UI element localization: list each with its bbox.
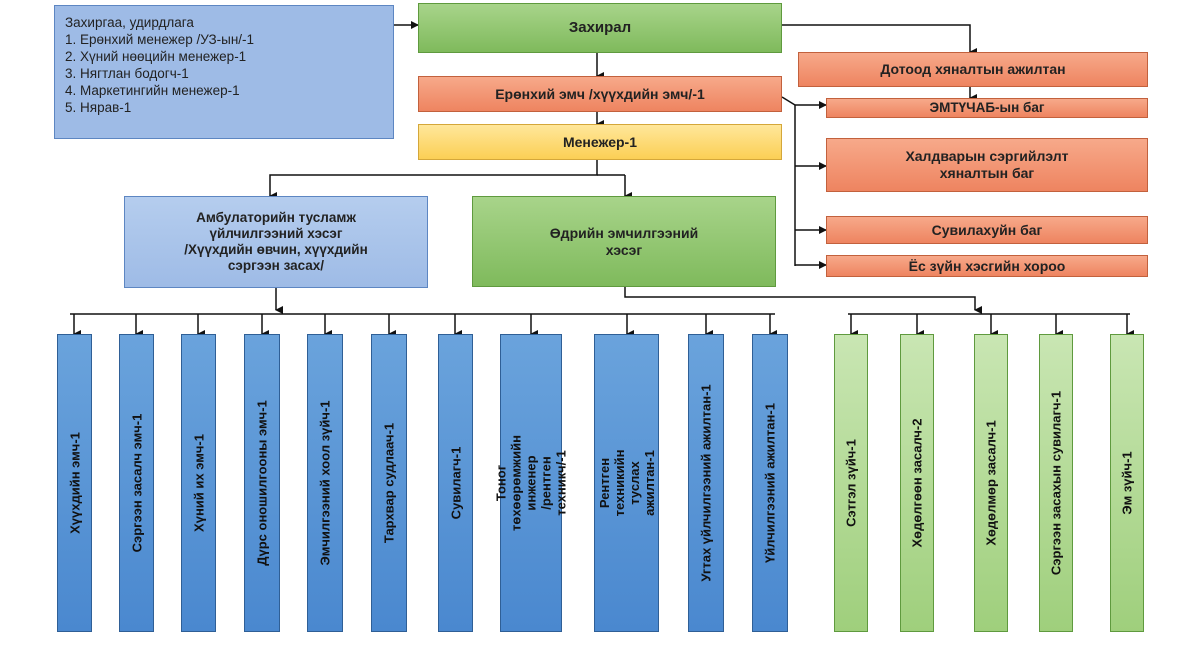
admin-item: 3. Нягтлан бодогч-1 xyxy=(65,66,189,81)
nursing-team-box: Сувилахуйн баг xyxy=(826,216,1148,244)
ambulatory-section-box: Амбулаторийн тусламж үйлчилгээний хэсэг … xyxy=(124,196,428,288)
ethics-committee-box: Ёс зүйн хэсгийн хороо xyxy=(826,255,1148,277)
manager-box: Менежер-1 xyxy=(418,124,782,160)
admin-item: 5. Нярав-1 xyxy=(65,100,132,115)
infection-control-box: Халдварын сэргийлэлт хяналтын баг xyxy=(826,138,1148,192)
infection-control-label: Халдварын сэргийлэлт хяналтын баг xyxy=(905,148,1069,181)
internal-control-label: Дотоод хяналтын ажилтан xyxy=(880,61,1066,78)
admin-item: 1. Ерөнхий менежер /УЗ-ын/-1 xyxy=(65,32,255,47)
internal-control-box: Дотоод хяналтын ажилтан xyxy=(798,52,1148,87)
staff-label: Хөдөлгөөн засалч-2 xyxy=(909,418,925,548)
staff-box-blue: Сувилагч-1 xyxy=(438,334,473,632)
staff-box-blue: Угтах үйлчилгээний ажилтан-1 xyxy=(688,334,724,632)
nursing-team-label: Сувилахуйн баг xyxy=(931,221,1043,238)
staff-label: Сувилагч-1 xyxy=(448,446,463,520)
staff-box-blue: Эмчилгээний хоол зүйч-1 xyxy=(307,334,343,632)
staff-box-blue: Тоног төхөөрөмжийн инженер /рентген техн… xyxy=(494,334,569,632)
day-treatment-section-label: Өдрийн эмчилгээний хэсэг xyxy=(549,224,699,258)
staff-label: Эмчилгээний хоол зүйч-1 xyxy=(317,400,333,566)
director-label: Захирал xyxy=(568,19,632,36)
staff-label: Рентген техникийн туслах ажилтан-1 xyxy=(596,449,657,517)
staff-label: Хүүхдийн эмч-1 xyxy=(67,432,82,534)
admin-title: Захиргаа, удирдлага xyxy=(65,15,194,30)
ambulatory-section-label: Амбулаторийн тусламж үйлчилгээний хэсэг … xyxy=(184,209,368,274)
staff-label: Угтах үйлчилгээний ажилтан-1 xyxy=(698,384,714,582)
admin-item: 4. Маркетингийн менежер-1 xyxy=(65,83,240,98)
staff-label: Хөдөлмөр засалч-1 xyxy=(983,420,999,546)
day-treatment-section-box: Өдрийн эмчилгээний хэсэг xyxy=(472,196,776,287)
staff-box-blue: Тархвар судлаач-1 xyxy=(371,334,407,632)
staff-box-blue: Рентген техникийн туслах ажилтан-1 xyxy=(594,334,659,632)
manager-label: Менежер-1 xyxy=(562,133,638,150)
staff-label: Тархвар судлаач-1 xyxy=(381,422,397,544)
staff-box-blue: Сэргээн засалч эмч-1 xyxy=(119,334,154,632)
staff-box-blue: Хүүхдийн эмч-1 xyxy=(57,334,92,632)
staff-box-blue: Дүрс оношилгооны эмч-1 xyxy=(244,334,280,632)
staff-label: Сэргээн засахын сувилагч-1 xyxy=(1048,390,1064,576)
staff-label: Үйлчилгээний ажилтан-1 xyxy=(762,403,778,563)
staff-label: Сэргээн засалч эмч-1 xyxy=(129,413,144,553)
staff-box-blue: Хүний их эмч-1 xyxy=(181,334,216,632)
admin-item: 2. Хүний нөөцийн менежер-1 xyxy=(65,49,247,64)
staff-label: Эм зүйч-1 xyxy=(1119,451,1135,515)
emtuchab-team-label: ЭМТҮЧАБ-ын баг xyxy=(929,99,1045,115)
staff-label: Хүний их эмч-1 xyxy=(191,434,206,532)
staff-label: Сэтгэл зүйч-1 xyxy=(843,439,859,527)
chief-doctor-label: Ерөнхий эмч /хүүхдийн эмч/-1 xyxy=(495,85,705,102)
staff-label: Тоног төхөөрөмжийн инженер /рентген техн… xyxy=(493,435,569,531)
staff-box-green: Хөдөлмөр засалч-1 xyxy=(974,334,1008,632)
staff-box-green: Сэтгэл зүйч-1 xyxy=(834,334,868,632)
chief-doctor-box: Ерөнхий эмч /хүүхдийн эмч/-1 xyxy=(418,76,782,112)
staff-box-green: Эм зүйч-1 xyxy=(1110,334,1144,632)
ethics-committee-label: Ёс зүйн хэсгийн хороо xyxy=(908,257,1066,274)
admin-info-box: Захиргаа, удирдлага 1. Ерөнхий менежер /… xyxy=(54,5,394,139)
staff-label: Дүрс оношилгооны эмч-1 xyxy=(254,400,270,566)
director-box: Захирал xyxy=(418,3,782,53)
staff-box-green: Сэргээн засахын сувилагч-1 xyxy=(1039,334,1073,632)
emtuchab-team-box: ЭМТҮЧАБ-ын баг xyxy=(826,98,1148,118)
staff-box-blue: Үйлчилгээний ажилтан-1 xyxy=(752,334,788,632)
staff-box-green: Хөдөлгөөн засалч-2 xyxy=(900,334,934,632)
